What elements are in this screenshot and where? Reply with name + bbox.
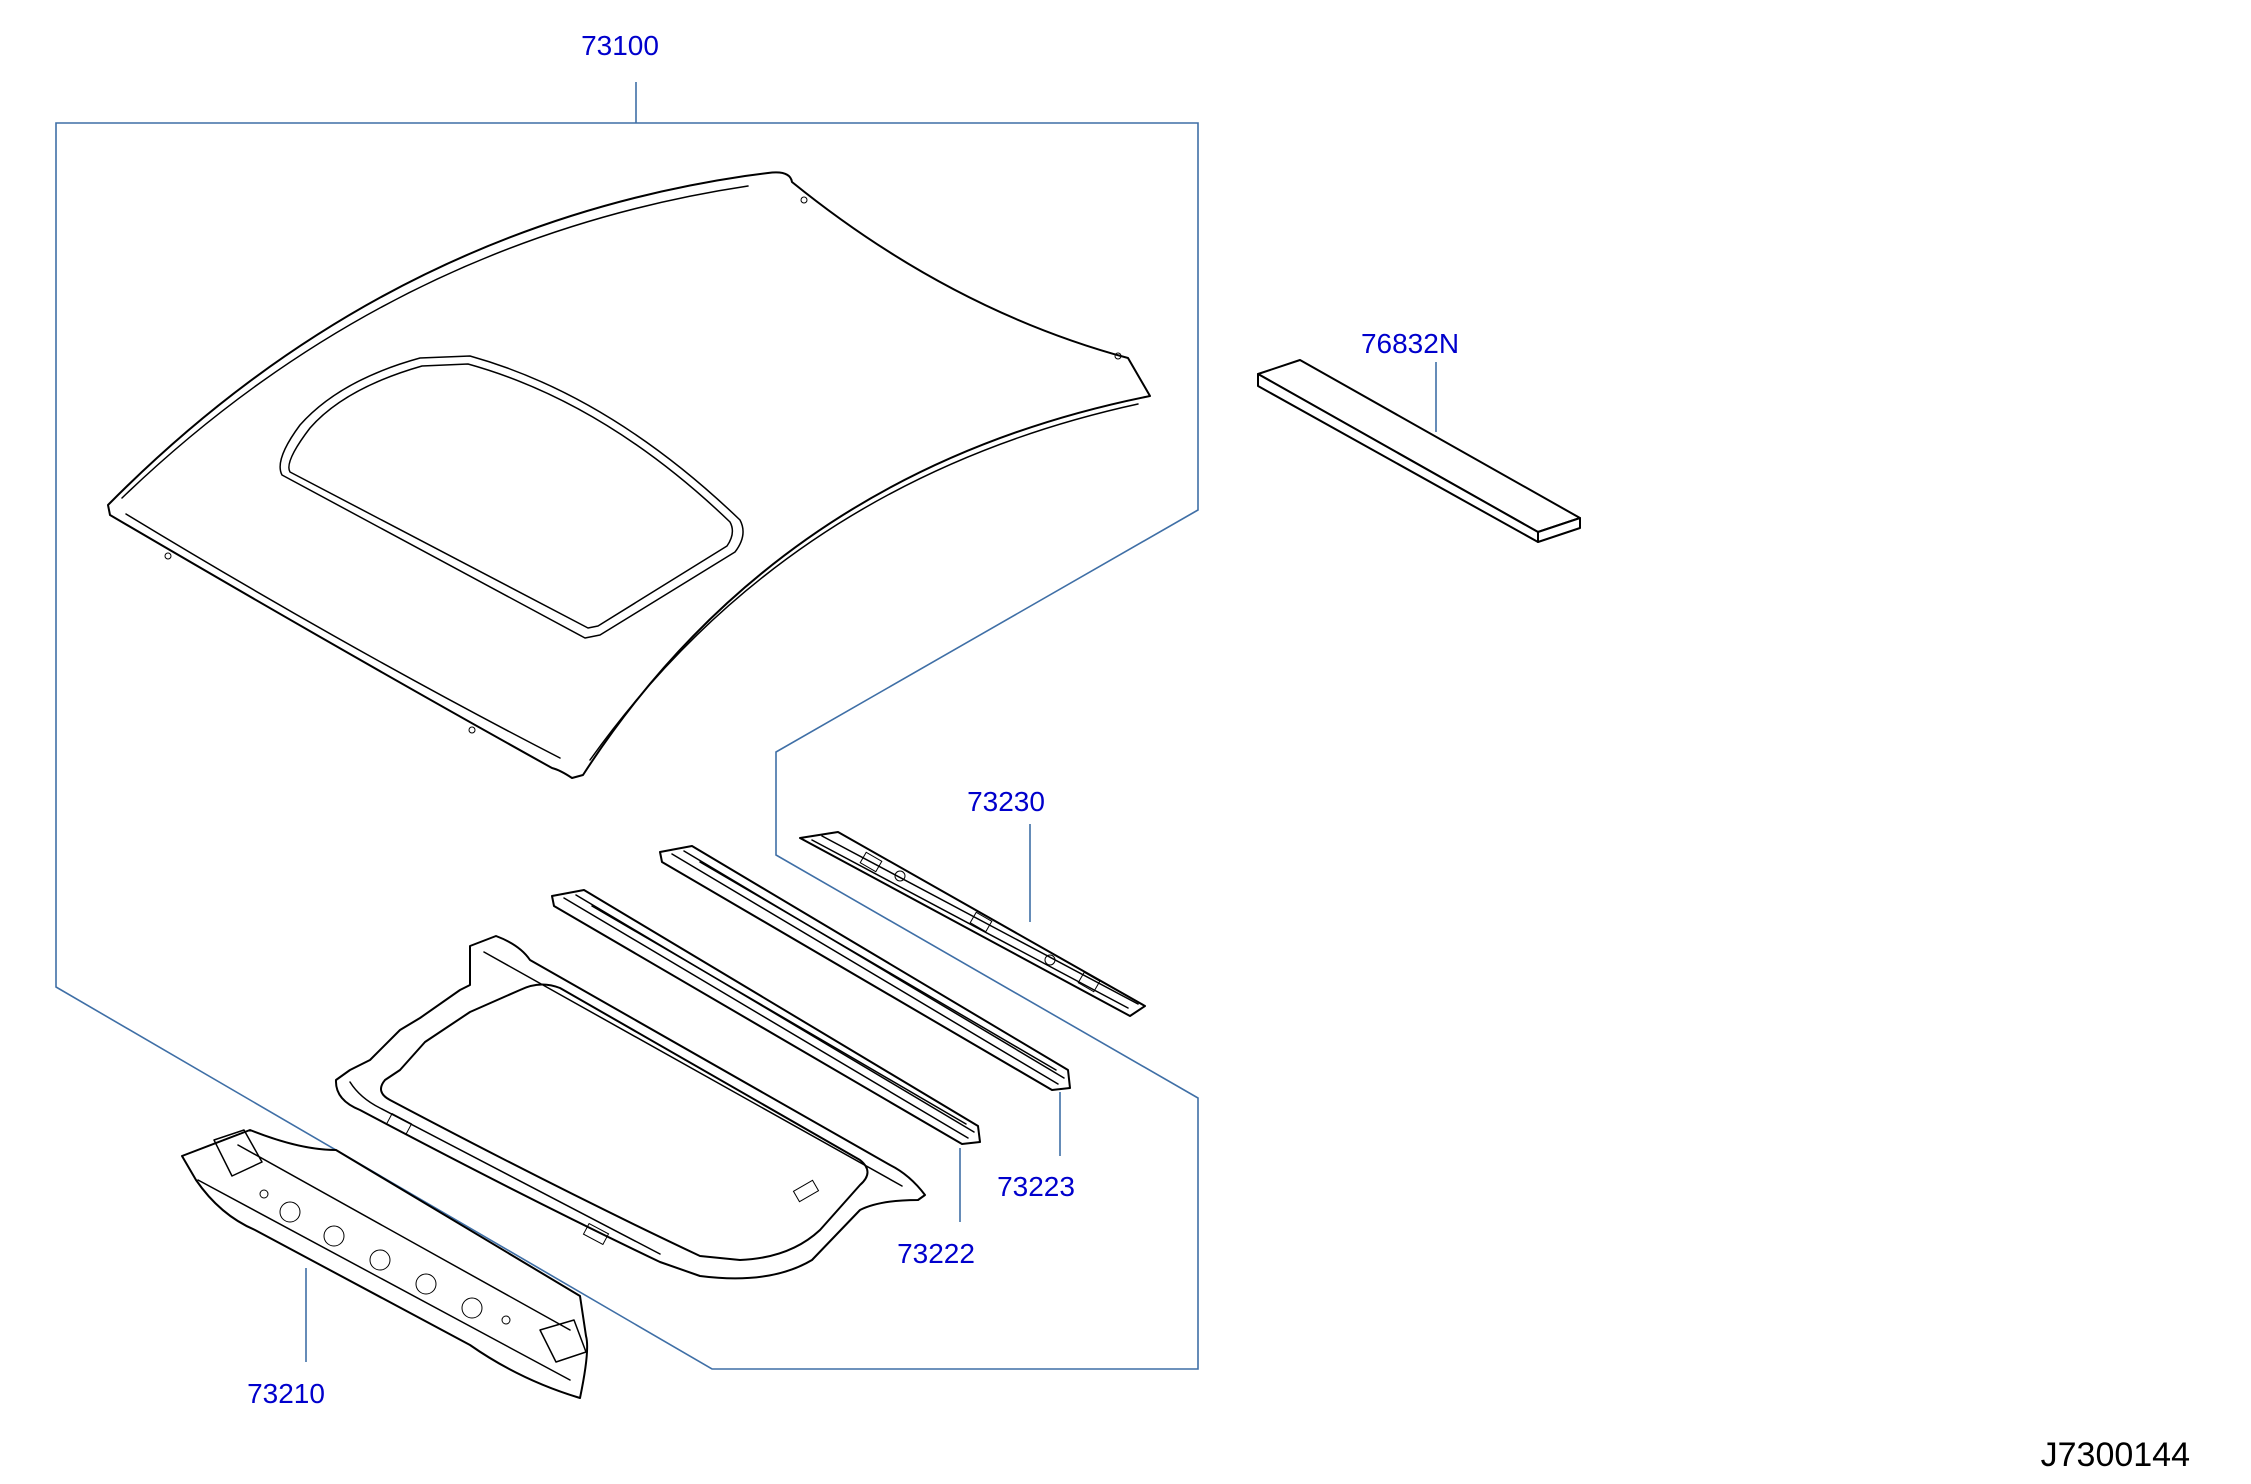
roof-bow-rear	[659, 845, 1071, 1091]
callout-76832N: 76832N	[1361, 328, 1459, 359]
callout-73230: 73230	[967, 786, 1045, 817]
callout-73210: 73210	[247, 1378, 325, 1409]
pad-strip	[1257, 359, 1581, 543]
roof-bow-front	[551, 889, 981, 1145]
reference-code: J7300144	[2041, 1436, 2190, 1474]
rear-rail	[799, 831, 1146, 1017]
assembly-bracket	[55, 122, 1199, 1370]
callout-73222: 73222	[897, 1238, 975, 1269]
callout-73223: 73223	[997, 1171, 1075, 1202]
roof-panel	[107, 171, 1151, 779]
front-header	[181, 1129, 589, 1399]
callout-73100: 73100	[581, 30, 659, 61]
sunroof-frame	[334, 935, 926, 1280]
